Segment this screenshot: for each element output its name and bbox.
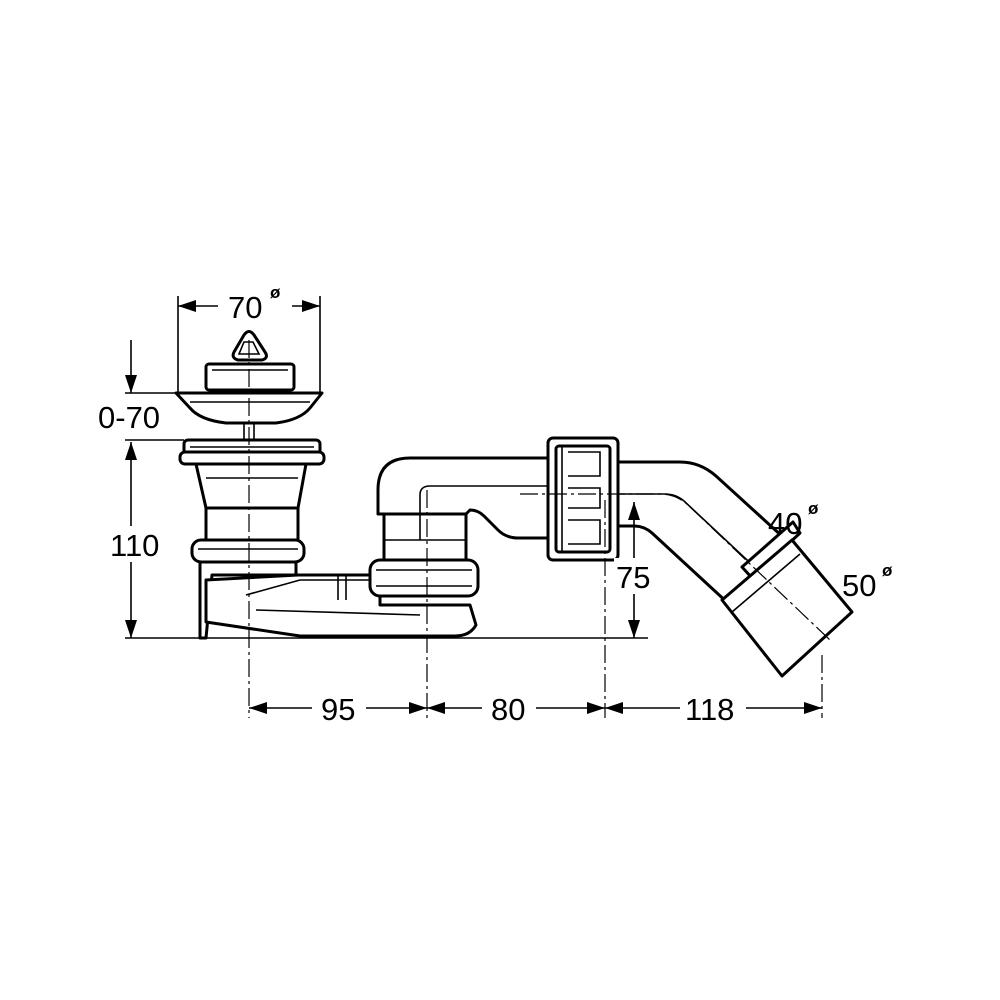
- diameter-symbol: ø: [882, 561, 893, 580]
- waste-body: [178, 438, 326, 640]
- diameter-symbol: ø: [270, 283, 281, 302]
- dimensions: 70 ø 0-70 110 9: [98, 283, 893, 727]
- trap-body: [125, 330, 854, 678]
- label-75: 75: [616, 560, 650, 595]
- label-95: 95: [321, 692, 355, 727]
- dim-adjust-range: 0-70: [98, 340, 184, 441]
- diameter-symbol: ø: [808, 499, 819, 518]
- label-80: 80: [491, 692, 525, 727]
- dim-height-110: 110: [108, 442, 168, 638]
- label-0-70: 0-70: [98, 400, 160, 435]
- union-nut: [546, 436, 620, 562]
- label-50-diameter: 50: [842, 568, 876, 603]
- dim-outlet-outer-diameter: 50 ø: [842, 561, 893, 603]
- label-110: 110: [110, 528, 159, 563]
- outlet-pipe: [616, 460, 854, 678]
- trap-bowl: [204, 573, 478, 638]
- centre-lines: [248, 340, 831, 718]
- dim-outlet-height: 75: [614, 502, 660, 638]
- strainer-plug: [174, 330, 324, 440]
- riser: [368, 456, 550, 598]
- label-118: 118: [685, 692, 734, 727]
- label-70-diameter: 70: [228, 290, 262, 325]
- dim-chain-horizontal: 95 80 118: [249, 690, 822, 727]
- label-40-diameter: 40: [768, 506, 802, 541]
- dim-strainer-diameter: 70 ø: [177, 283, 321, 393]
- dim-outlet-inner-diameter: 40 ø: [768, 499, 819, 541]
